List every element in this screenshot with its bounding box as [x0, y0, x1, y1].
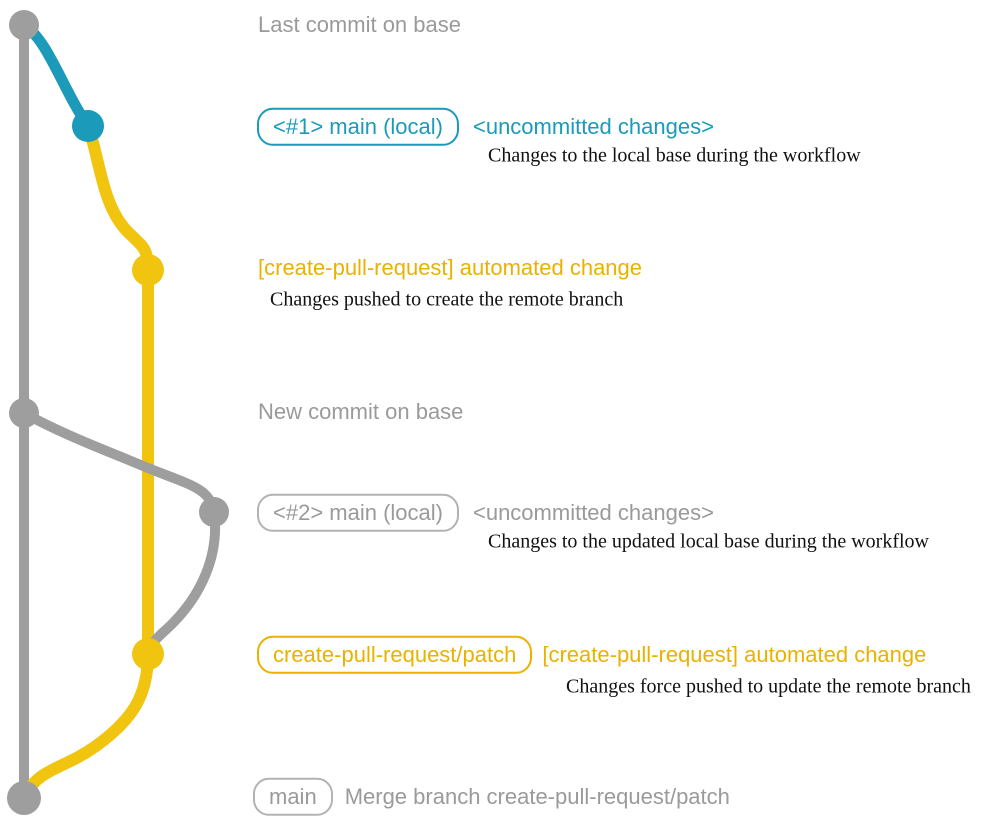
branch-badge-patch: create-pull-request/patch [257, 635, 533, 675]
commit-dot-new-base [9, 398, 39, 428]
local-main-branch-curve [18, 19, 94, 132]
row-merge-commit: main Merge branch create-pull-request/pa… [253, 777, 730, 817]
commit-dot-last-base [9, 10, 39, 40]
milestone-label: New commit on base [258, 399, 464, 424]
row-local-main-1: <#1> main (local) <uncommitted changes> [257, 107, 714, 147]
milestone-last-commit: Last commit on base [258, 12, 461, 38]
caption-local-base-changes: Changes to the local base during the wor… [488, 144, 861, 167]
automated-change-label-2: [create-pull-request] automated change [542, 641, 927, 667]
branch-badge-main: main [253, 777, 333, 817]
rebase-curve [145, 507, 220, 657]
milestone-new-commit: New commit on base [258, 399, 463, 425]
caption-force-push-update: Changes force pushed to update the remot… [566, 675, 971, 698]
caption-push-create-branch: Changes pushed to create the remote bran… [270, 288, 624, 311]
base-update-curve [19, 408, 219, 517]
patch-branch-line [82, 120, 154, 660]
commit-dot-local-main-1 [72, 110, 104, 142]
automated-change-label-1: [create-pull-request] automated change [258, 255, 643, 280]
commit-dot-local-main-2 [199, 497, 229, 527]
branch-badge-main-local-2: <#2> main (local) [257, 493, 459, 533]
row-local-main-2: <#2> main (local) <uncommitted changes> [257, 493, 714, 533]
commit-dot-patch-1 [132, 254, 164, 286]
commit-dot-merge [7, 781, 41, 815]
branch-badge-main-local-1: <#1> main (local) [257, 107, 459, 147]
merge-branch-label: Merge branch create-pull-request/patch [344, 783, 730, 809]
uncommitted-changes-note-2: <uncommitted changes> [472, 499, 714, 525]
row-patch-commit-1: [create-pull-request] automated change [258, 255, 642, 281]
patch-merge-curve [20, 648, 154, 800]
row-patch-commit-2: create-pull-request/patch [create-pull-r… [257, 635, 927, 675]
caption-updated-local-base-changes: Changes to the updated local base during… [488, 530, 929, 553]
commit-dot-patch-2 [132, 638, 164, 670]
milestone-label: Last commit on base [258, 12, 461, 37]
uncommitted-changes-note-1: <uncommitted changes> [472, 113, 714, 139]
